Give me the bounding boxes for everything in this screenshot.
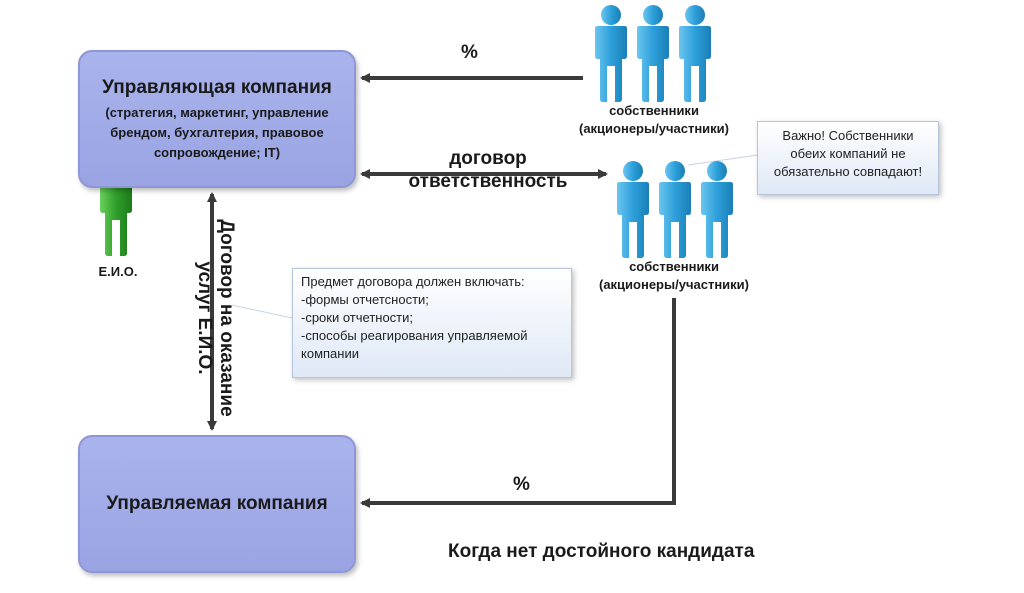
- owner-person-icon: [701, 161, 733, 258]
- contract-label-line2: ответственность: [408, 171, 568, 192]
- owners-middle-people-icon: [617, 161, 733, 258]
- managing-company-box: Управляющая компания (стратегия, маркети…: [78, 50, 356, 188]
- managed-company-title: Управляемая компания: [106, 493, 328, 514]
- owner-person-icon: [595, 5, 627, 102]
- managing-company-title: Управляющая компания: [102, 77, 332, 98]
- note-important-line: обеих компаний не: [790, 146, 906, 161]
- owner-person-icon: [659, 161, 691, 258]
- note-contract-callout: Предмет договора должен включать: -формы…: [292, 268, 572, 378]
- managing-company-subtitle: (стратегия, маркетинг, управление брендо…: [92, 103, 342, 163]
- owners-middle-label-line1: собственники: [629, 259, 719, 274]
- owners-top-people-icon: [595, 5, 711, 102]
- note-important-line: Важно! Собственники: [782, 128, 914, 143]
- vertical-contract-label-line2: услуг Е.И.О.: [194, 261, 215, 375]
- managing-company-subtitle-line: сопровождение; IT): [153, 145, 281, 160]
- contract-label: договор ответственность: [384, 147, 592, 193]
- percent-bottom-label: %: [513, 474, 530, 495]
- owners-middle-label: собственники (акционеры/участники): [588, 258, 760, 294]
- percent-top-label: %: [461, 42, 478, 63]
- owners-middle-label-line2: (акционеры/участники): [598, 277, 749, 292]
- owner-person-icon: [637, 5, 669, 102]
- managing-company-subtitle-line: (стратегия, маркетинг, управление: [105, 105, 329, 120]
- note-contract-pointer: [231, 304, 293, 319]
- owner-person-icon: [617, 161, 649, 258]
- vertical-contract-label: Договор на оказание услуг Е.И.О.: [193, 219, 237, 416]
- contract-label-line1: договор: [449, 148, 527, 169]
- note-contract-line: -способы реагирования управляемой: [301, 328, 528, 343]
- owners-top-label: собственники (акционеры/участники): [568, 102, 740, 138]
- owner-person-icon: [679, 5, 711, 102]
- diagram-caption: Когда нет достойного кандидата: [448, 541, 755, 562]
- eio-label: Е.И.О.: [98, 264, 138, 279]
- note-important-line: обязательно совпадают!: [773, 164, 923, 179]
- note-contract-line: -сроки отчетности;: [301, 310, 414, 325]
- note-contract-line: Предмет договора должен включать:: [301, 274, 525, 289]
- note-important-pointer: [687, 154, 759, 166]
- note-contract-line: -формы отчетсности;: [301, 292, 429, 307]
- managed-company-box: Управляемая компания: [78, 435, 356, 573]
- owners-top-label-line2: (акционеры/участники): [578, 121, 729, 136]
- managing-company-subtitle-line: брендом, бухгалтерия, правовое: [110, 125, 324, 140]
- owners-top-label-line1: собственники: [609, 103, 699, 118]
- note-contract-line: компании: [301, 346, 359, 361]
- note-important-callout: Важно! Собственники обеих компаний не об…: [757, 121, 939, 195]
- vertical-contract-label-line1: Договор на оказание: [216, 219, 237, 417]
- arrow-owners-to-managed: [360, 298, 676, 508]
